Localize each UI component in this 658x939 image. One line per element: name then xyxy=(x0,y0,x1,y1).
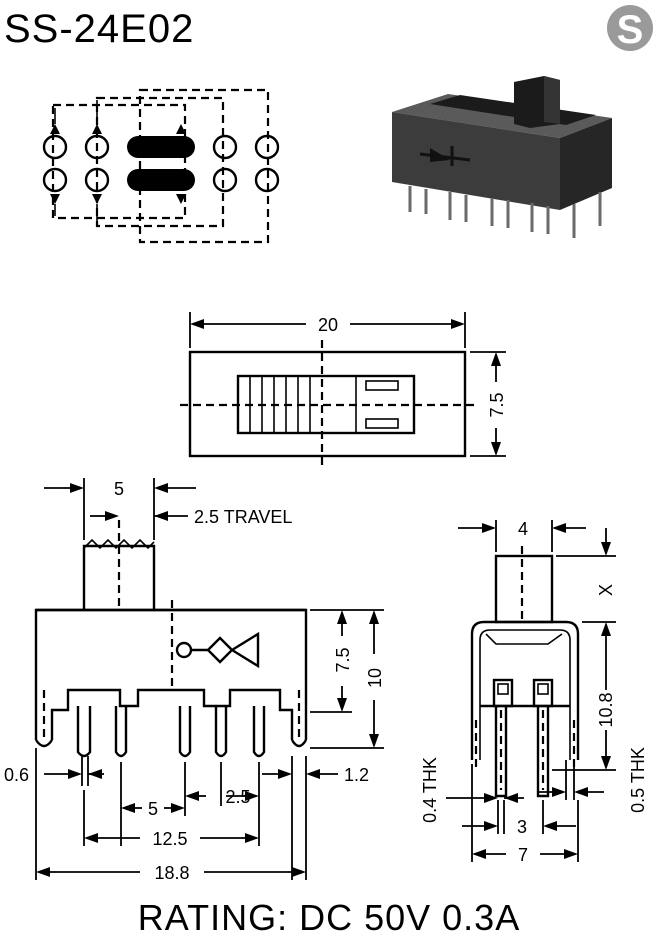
dim-span-inner: 12.5 xyxy=(152,829,187,849)
slide-switch-photo-icon xyxy=(392,76,612,238)
slider-bridge-bottom xyxy=(127,169,195,191)
logo-letter: S xyxy=(617,8,644,52)
slider-bridge-top xyxy=(127,136,195,158)
top-view: 20 7.5 xyxy=(180,312,507,468)
dim-travel: 2.5 TRAVEL xyxy=(194,507,292,527)
dim-pin-width-right: 1.2 xyxy=(344,765,369,785)
rating-label: RATING: DC 50V 0.3A xyxy=(138,897,520,938)
part-number-title: SS-24E02 xyxy=(4,7,194,51)
dim-side-actuator-height: X xyxy=(596,584,616,596)
front-view: 5 2.5 TRAVEL 7.5 10 0.6 xyxy=(4,478,385,883)
dim-body-height-upper: 7.5 xyxy=(333,647,353,672)
dim-top-width: 20 xyxy=(318,315,338,335)
dim-pitch: 5 xyxy=(148,799,158,819)
dim-side-height: 10.8 xyxy=(596,692,616,727)
dim-top-height: 7.5 xyxy=(487,392,507,417)
dim-body-height-total: 10 xyxy=(365,668,385,688)
dim-pin-width: 0.6 xyxy=(4,765,29,785)
dim-pitch-small: 2.5 xyxy=(225,787,250,807)
s-circle-logo-icon: S xyxy=(607,5,653,52)
dim-thk-right: 0.5 THK xyxy=(628,747,648,813)
dim-side-pin-pitch: 3 xyxy=(517,817,527,837)
switch-schematic xyxy=(42,88,280,244)
dim-actuator-width: 5 xyxy=(114,479,124,499)
dim-span-total: 18.8 xyxy=(154,863,189,883)
side-view: 4 X 10.8 0.5 THK 0.4 THK xyxy=(420,519,648,865)
dim-side-actuator-width: 4 xyxy=(518,519,528,539)
dim-side-total-width: 7 xyxy=(518,845,528,865)
dim-thk-left: 0.4 THK xyxy=(420,757,440,823)
